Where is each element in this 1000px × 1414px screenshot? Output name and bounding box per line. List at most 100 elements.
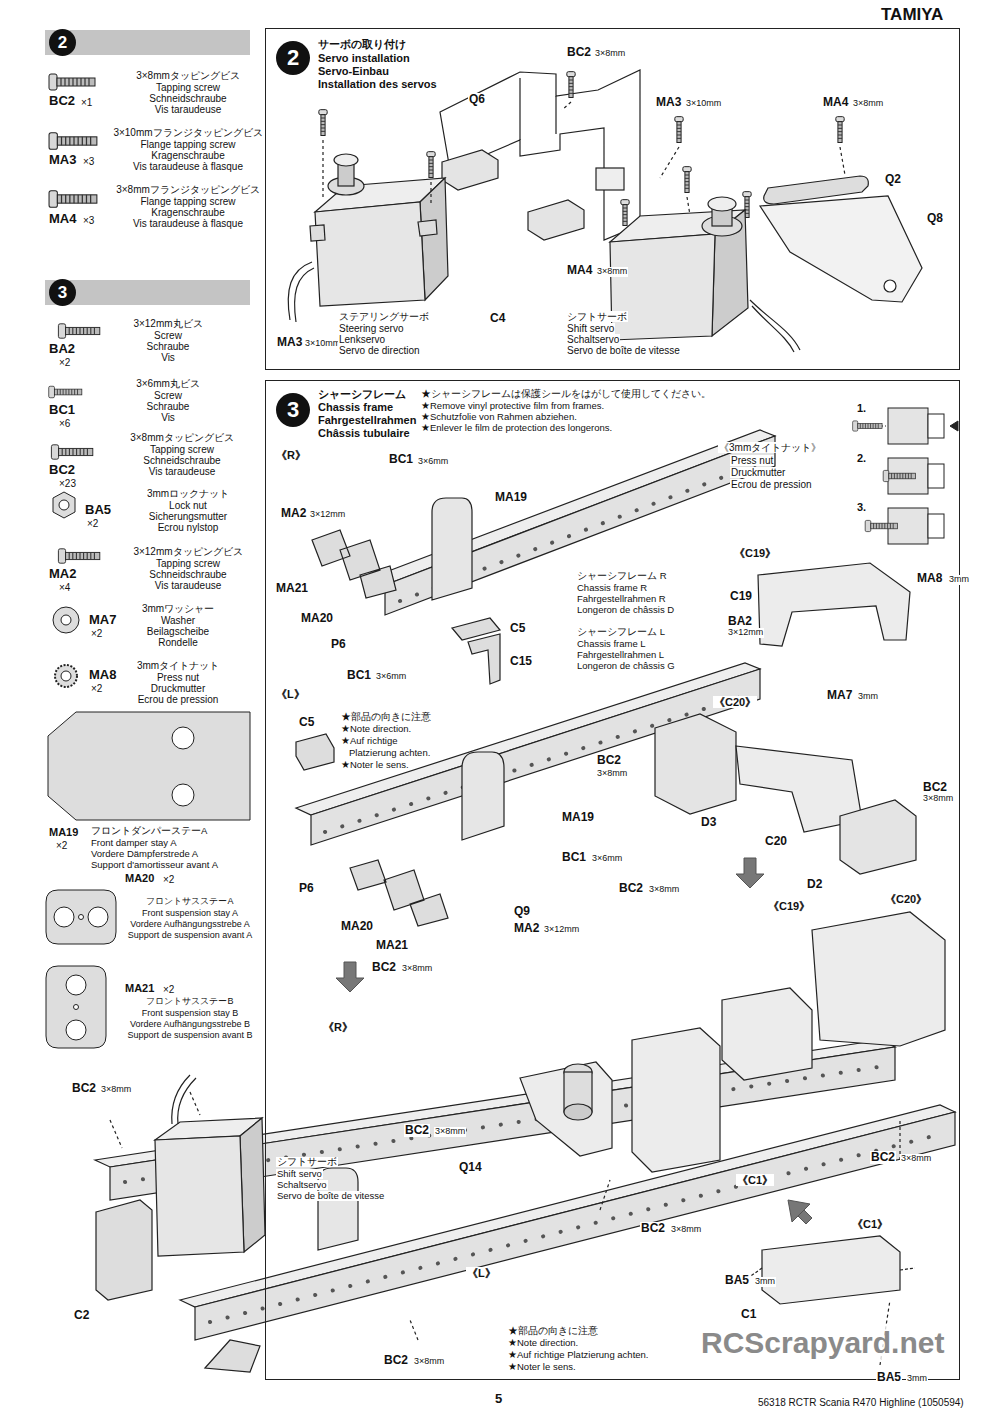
part-code: MA4 — [48, 212, 77, 226]
label-text: 3×8mmタッピングビス — [135, 70, 241, 81]
part-code: Q14 — [458, 1161, 483, 1174]
label-text: 3×10mm — [304, 339, 341, 349]
label-text: Schaltservo — [566, 334, 620, 345]
label-text: Schneidschraube — [142, 455, 221, 466]
part-code: Q9 — [513, 905, 531, 918]
label-text: Servo de direction — [338, 345, 421, 356]
label-text: Steering servo — [338, 323, 404, 334]
part-code: D2 — [806, 878, 823, 891]
label-text: ★Note direction. — [507, 1338, 579, 1348]
label-text: Support de suspension avant B — [126, 1031, 253, 1041]
part-code: C1 — [740, 1308, 757, 1321]
label-text: 3mmタイトナット — [136, 660, 220, 671]
label-text: 3×8mm — [100, 1085, 132, 1095]
part-code: Q2 — [884, 173, 902, 186]
label-text: Fahrgestellrahmen L — [576, 650, 665, 660]
direction-arrows — [336, 858, 812, 1224]
label-text: Schaltservo — [276, 1180, 328, 1190]
part-code: BC2 — [371, 961, 397, 974]
label-text: Schneidschraube — [148, 93, 227, 104]
label-text: Kragenschraube — [150, 150, 225, 161]
assembled-chassis-art — [95, 912, 955, 1372]
part-code: MA3 — [655, 96, 682, 109]
label-text: 3×8mm — [434, 1127, 466, 1137]
label-text: 3×8mm — [413, 1357, 445, 1367]
label-text: フロントダンパーステーA — [90, 826, 208, 836]
label-text: Tapping screw — [149, 444, 215, 455]
label-text: Front suspension stay A — [141, 909, 239, 919]
label-text: ★Schutzfolie von Rahmen abziehen. — [420, 412, 578, 422]
part-code: P6 — [330, 638, 347, 651]
label-text: 3×8mm — [594, 49, 626, 59]
label-text: ×2 — [58, 357, 71, 368]
label-text: 3×12mmタッピングビス — [132, 546, 243, 557]
part-code: MA20 — [124, 872, 155, 884]
label-text: Sicherungsmutter — [148, 511, 228, 522]
watermark: RCScrapyard.net — [700, 1326, 945, 1359]
part-code: 5 — [494, 1392, 503, 1406]
label-text: Kragenschraube — [150, 207, 225, 218]
label-text: Flange tapping screw — [139, 139, 236, 150]
label-text: ×4 — [58, 582, 71, 593]
part-code: 《L》 — [275, 688, 306, 700]
label-text: 3×8mmフランジタッピングビス — [115, 184, 261, 195]
label-text: ×2 — [90, 683, 103, 694]
label-text: ×1 — [80, 97, 93, 108]
part-code: 2. — [856, 452, 867, 464]
label-text: ×3 — [82, 215, 95, 226]
part-code: MA2 — [280, 507, 307, 520]
label-text: Lenkservo — [338, 334, 386, 345]
servo-installation-art — [288, 70, 922, 352]
part-code: BC2 — [48, 463, 76, 477]
label-text: Chassis frame L — [576, 639, 647, 649]
label-text: Screw — [153, 330, 183, 341]
label-text: 3mmロックナット — [146, 488, 230, 499]
part-code: 《C1》 — [851, 1218, 889, 1230]
label-text: ★Remove vinyl protective film from frame… — [420, 401, 605, 411]
step-number: 2 — [49, 29, 76, 56]
step-number: 2 — [276, 41, 310, 75]
part-code: BC2 — [596, 754, 622, 767]
part-code: MA19 — [48, 826, 79, 838]
part-code: BA2 — [727, 615, 753, 628]
label-text: Druckmutter — [730, 467, 786, 478]
label-text: シフトサーボ — [566, 311, 628, 322]
label-text: ★Auf richtige Platzierung achten. — [507, 1350, 650, 1360]
label-text: 3×6mm — [375, 672, 407, 682]
part-code: 《C19》 — [733, 547, 777, 559]
label-text: ★Note direction. — [340, 724, 412, 734]
part-code: 《C19》 — [767, 900, 811, 912]
part-code: Q6 — [468, 93, 486, 106]
part-code: BC2 — [383, 1354, 409, 1367]
step-title: Servo-Einbau — [318, 65, 389, 77]
label-text: 3×8mm — [900, 1154, 932, 1164]
label-text: Front suspension stay B — [141, 1009, 240, 1019]
step-title: シャーシフレーム — [318, 388, 406, 400]
label-text: Ecrou nylstop — [157, 522, 220, 533]
label-text: Beilagscheibe — [146, 626, 210, 637]
part-code: BC2 — [870, 1151, 896, 1164]
label-text: Tapping screw — [155, 82, 221, 93]
label-text: ★Auf richtige — [340, 736, 399, 746]
label-text: Schraube — [146, 341, 191, 352]
label-text: Shift servo — [566, 323, 615, 334]
part-code: P6 — [298, 882, 315, 895]
part-code: C4 — [489, 312, 506, 325]
part-code: 《R》 — [275, 449, 307, 461]
label-text: シャーシフレーム R — [576, 571, 668, 581]
part-code: MA2 — [48, 567, 77, 581]
label-text: Shift servo — [276, 1169, 323, 1179]
part-code: BC1 — [561, 851, 587, 864]
label-text: 3mmワッシャー — [141, 603, 215, 614]
step-title: Servo installation — [318, 52, 410, 64]
label-text: 3×12mm丸ビス — [132, 318, 203, 329]
label-text: 3mm — [754, 1277, 776, 1287]
label-text: Support d'amortisseur avant A — [90, 860, 219, 870]
step-title: Fahrgestellrahmen — [318, 414, 416, 426]
part-code: MA21 — [375, 939, 409, 952]
step-title: サーボの取り付け — [318, 38, 406, 50]
label-text: 3mm — [948, 575, 970, 585]
label-text: Vis taraudeuse — [154, 580, 223, 591]
part-code: MA21 — [275, 582, 309, 595]
part-code: MA19 — [494, 491, 528, 504]
